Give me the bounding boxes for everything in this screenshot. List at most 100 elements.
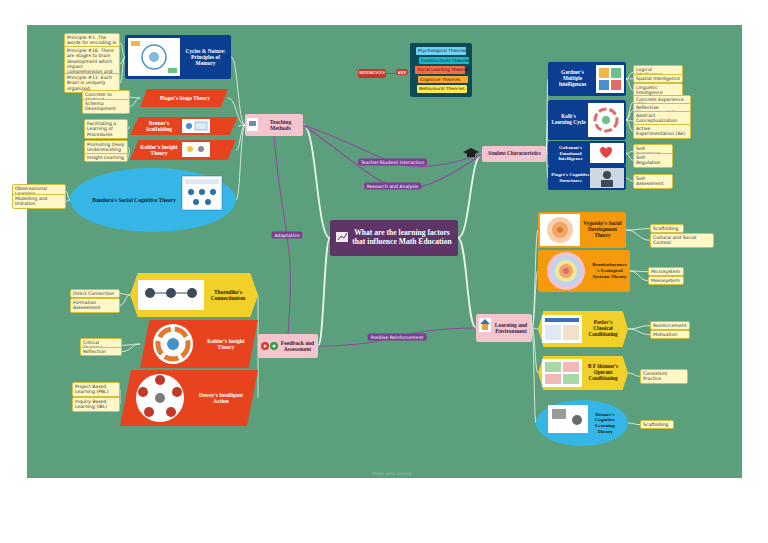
note-text: Scaffolding (653, 226, 681, 231)
branch-line (66, 191, 70, 200)
topic-text: Bandura's Social Cognitive Theory (92, 197, 176, 203)
note-box: Formative Assessment (70, 298, 120, 313)
theory-box: Vygotsky's Social Development Theory (538, 212, 626, 248)
theory-hexagon-fill (538, 356, 628, 390)
branch-line (120, 295, 130, 305)
legend-text: Behavioural Theories (417, 85, 467, 93)
note-box: Reflection (80, 347, 122, 356)
note-box: Direct Connection (70, 289, 120, 298)
note-text: Active Experimentation (AE) (636, 126, 688, 137)
branch-line (628, 373, 640, 376)
text-area: Bruner's Scaffolding (130, 117, 238, 135)
text-area: Kohler's Insight Theory (140, 320, 258, 368)
branch-line (236, 125, 245, 200)
branch-line (532, 328, 536, 423)
topic-text: Feedback and Assessment (279, 340, 316, 353)
note-text: Principle #11: Each Brain is uniquely or… (67, 75, 117, 91)
note-text: Consistent Practice (643, 371, 685, 382)
note-text: Self-Regulation (636, 155, 670, 166)
note-box: Reinforcement (650, 321, 690, 330)
text-area: Active Experimentation (AE) (634, 125, 690, 138)
note-box: Consistent Practice (640, 369, 688, 384)
theory-hexagon-fill (538, 311, 628, 347)
emotion-illustration (590, 143, 624, 163)
skinner-illustration (542, 359, 582, 387)
topic-text: Learning and Environment (492, 322, 530, 335)
theory-box: Cycles & Nature: Principles of Memory (125, 35, 231, 79)
theory-box: Kohler's Insight Theory (130, 140, 236, 160)
kolb-illustration (588, 103, 624, 137)
insight-cycle-illustration (153, 324, 193, 364)
legend-text: Constructivist Theories (419, 57, 469, 65)
pavlov-illustration (542, 315, 582, 343)
text-area: Mesosystem (649, 277, 683, 284)
theory-box: Kolb's Learning Cycle (548, 100, 626, 140)
text-area: REFERENCES (358, 69, 386, 78)
text-area: Pavlov's Classical Conditioning (538, 311, 628, 347)
topic-text: Kolb's Learning Cycle (551, 114, 586, 126)
branch-line (128, 150, 130, 158)
topic-text: Gardner's Multiple Intelligences (551, 70, 594, 88)
main-topic: Student Characteristics (482, 146, 546, 162)
note-text: Cultural and Social Context (653, 235, 711, 246)
note-box: Microsystem (648, 267, 684, 276)
main-branch-line (318, 238, 330, 346)
theory-hexagon: Thorndike's Connectionism (130, 273, 258, 317)
legend-entry: Social Learning Theories (415, 66, 465, 74)
topic-text: Kohler's Insight Theory (202, 338, 250, 350)
gardner-illustration (596, 65, 624, 93)
note-box: Scaffolding (640, 420, 674, 429)
topic-text: Pavlov's Classical Conditioning (584, 320, 622, 338)
note-text: Schema Development (85, 101, 127, 112)
theory-hexagon: Pavlov's Classical Conditioning (538, 311, 628, 347)
branch-line (122, 344, 140, 352)
text-area: Promoting Deep Understanding (85, 141, 127, 154)
branch-line (628, 326, 650, 329)
topic-text: Piaget's Cognitive Structures (551, 172, 590, 184)
main-branch-line (458, 238, 476, 328)
memory-illustration (128, 38, 180, 76)
text-area: Consistent Practice (641, 370, 687, 383)
relation-label: Positive Reinforcement (368, 334, 427, 341)
main-topic: Teaching Methods (245, 114, 303, 136)
bandura-illustration (182, 176, 222, 210)
branch-line (231, 57, 245, 125)
central-topic: What are the learning factors that influ… (330, 220, 458, 256)
text-area: Cultural and Social Context (651, 234, 713, 247)
main-topic: Feedback and Assessment (258, 334, 318, 358)
branch-line (626, 102, 633, 120)
note-text: Linguistic Intelligence (636, 85, 680, 96)
legend-entry: Behavioural Theories (417, 85, 467, 93)
theory-ellipse-fill (70, 168, 236, 232)
branch-line (628, 329, 650, 335)
topic-text: What are the learning factors that influ… (350, 229, 454, 246)
branch-line (626, 79, 633, 90)
main-topic: Learning and Environment (476, 314, 532, 342)
branch-line (626, 154, 633, 161)
branch-line (128, 147, 130, 150)
note-box: Active Experimentation (AE) (633, 124, 691, 139)
theory-ellipse: Bandura's Social Cognitive Theory (70, 168, 236, 232)
branch-line (128, 126, 130, 129)
text-area: Piaget's Cognitive Structures (548, 166, 626, 190)
note-text: Modelling and Imitation (15, 196, 63, 207)
canvas (27, 25, 742, 478)
note-text: Scaffolding (643, 422, 671, 427)
note-text: Direct Connection (73, 291, 117, 296)
leader-line (410, 73, 411, 74)
text-area: Reflection (81, 348, 121, 355)
legend-text: Cognitive Theories (418, 76, 468, 84)
theory-box-fill (120, 370, 258, 426)
text-area: What are the learning factors that influ… (330, 220, 458, 256)
note-box: Self-Regulation (633, 153, 673, 168)
text-area: Modelling and Imitation (13, 195, 65, 208)
bruner-illustration (548, 405, 588, 433)
text-area: Kohler's Insight Theory (130, 140, 236, 160)
branch-line (626, 120, 633, 131)
text-area: Self-Regulation (634, 154, 672, 167)
teaching-illustration (182, 119, 210, 133)
